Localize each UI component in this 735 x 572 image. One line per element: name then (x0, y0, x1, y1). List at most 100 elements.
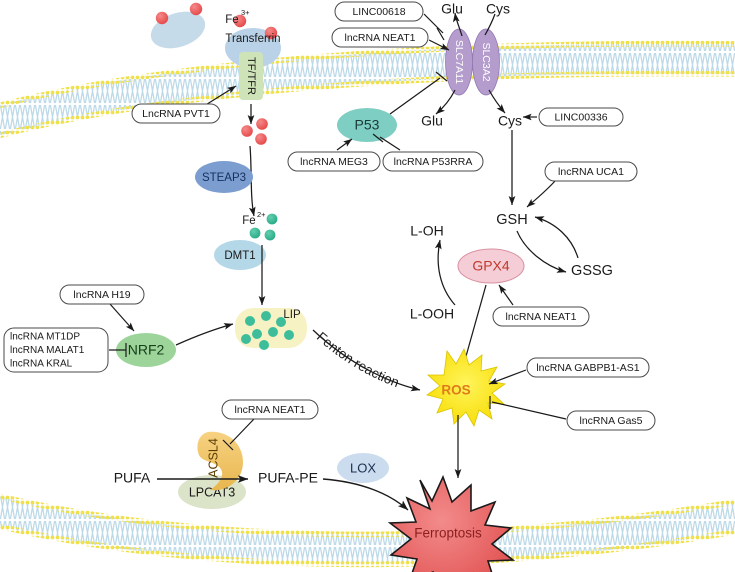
lncrna-box-outline (3, 327, 109, 373)
lncrna-box-label: lncRNA GABPB1-AS1 (536, 362, 639, 374)
dmt1-label: DMT1 (224, 250, 255, 262)
lncrna-box-layer: LncRNA PVT1 LINC00618 lncRNA NEAT1 lncRNA M… (3, 1, 656, 431)
pufa-pe-label: PUFA-PE (258, 470, 318, 486)
lncrna-box-outline (526, 357, 650, 378)
iron2-dot (266, 213, 278, 225)
lncrna-box-h19[interactable]: lncRNA H19 (59, 284, 145, 305)
labile-iron-pool: LIP (235, 308, 307, 350)
lip-label: LIP (283, 309, 301, 321)
lncrna-box-linc00336[interactable]: LINC00336 (538, 107, 624, 127)
lncrna-box-label: LINC00618 (352, 6, 405, 18)
lncrna-box-outline (566, 410, 656, 431)
gssg-label: GSSG (571, 263, 613, 279)
transferrin-label: Transferrin (225, 33, 280, 45)
lncrna-box-meg3[interactable]: lncRNA MEG3 (287, 151, 381, 172)
lncrna-box-label: lncRNA UCA1 (558, 166, 624, 178)
lncrna-box-outline (59, 284, 145, 305)
iron-dot (264, 26, 278, 40)
acsl4-enzyme: ACSL4 (197, 431, 243, 491)
lncrna-box-outline (544, 161, 638, 182)
iron-dot (155, 11, 169, 25)
lncrna-box-label: LncRNA PVT1 (142, 108, 210, 120)
glu-intracellular-label: Glu (421, 113, 443, 129)
lncrna-box-label: lncRNA Gas5 (579, 415, 642, 427)
steap3-enzyme: STEAP3 (195, 161, 253, 193)
lncrna-box-pvt1[interactable]: LncRNA PVT1 (131, 103, 221, 124)
lncrna-box-multi[interactable]: lncRNA MT1DP lncRNA MALAT1 lncRNA KRAL (3, 327, 109, 373)
lncrna-box-label: lncRNA H19 (73, 289, 130, 301)
acsl4-label: ACSL4 (206, 438, 220, 478)
pufa-label: PUFA (114, 470, 151, 486)
iron2-dot (264, 229, 276, 241)
nrf2-node: NRF2 (116, 333, 176, 367)
lncrna-box-p53rra[interactable]: lncRNA P53RRA (382, 151, 484, 172)
p53-inhibits-slc7a11 (389, 71, 448, 115)
slc7a11-slc3a2-antiporter: SLC7A11 SLC3A2 (445, 28, 500, 96)
iron-dot (233, 14, 247, 28)
lncrna-box-label: lncRNA KRAL (10, 359, 73, 370)
endosome-vesicle (150, 2, 206, 49)
tf-tfr-receptor: TF/TFR (239, 52, 263, 100)
p53-label: P53 (355, 117, 380, 133)
lncrna-box-outline (334, 1, 424, 22)
ros-label: ROS (441, 383, 470, 398)
fenton-reaction-label: Fenton reaction (314, 329, 401, 390)
lncrna-box-label: lncRNA MEG3 (300, 156, 368, 168)
p53-node: P53 (337, 108, 397, 142)
lncrna-box-outline (492, 306, 590, 327)
ferroptosis-label: Ferroptosis (414, 526, 482, 541)
lncrna-box-neat1_gpx4[interactable]: lncRNA NEAT1 (492, 306, 590, 327)
lncrna-box-neat1_top[interactable]: lncRNA NEAT1 (331, 27, 429, 48)
fe3-superscript: 3+ (241, 8, 250, 17)
lncrna-box-neat1_acsl4[interactable]: lncRNA NEAT1 (221, 399, 319, 420)
lncrna-box-label: lncRNA NEAT1 (235, 404, 306, 416)
steap3-label: STEAP3 (202, 172, 246, 184)
nrf2-label: NRF2 (128, 342, 165, 358)
gpx4-label: GPX4 (472, 258, 510, 274)
lncrna-box-gas5[interactable]: lncRNA Gas5 (566, 410, 656, 431)
lncrna-box-outline (131, 103, 221, 124)
fenton-reaction-arrow (312, 329, 421, 392)
lncrna-box-outline (538, 107, 624, 127)
lox-enzyme: LOX (337, 453, 389, 483)
lncrna-box-label: lncRNA MALAT1 (10, 345, 85, 356)
ros-node: ROS (426, 347, 507, 427)
lipid-peroxide-reduction (434, 239, 456, 306)
cys-intracellular-label: Cys (498, 113, 522, 129)
slc7a11-label: SLC7A11 (453, 40, 465, 84)
ferrous-iron-pool: Fe 2+ (242, 210, 278, 241)
fe2-label: Fe (242, 215, 255, 227)
lncrna-box-label: lncRNA MT1DP (10, 332, 80, 343)
iron-uptake-path (241, 104, 268, 217)
lncrna-box-uca1[interactable]: lncRNA UCA1 (544, 161, 638, 182)
iron-dot (255, 133, 267, 145)
tf-tfr-label: TF/TFR (245, 57, 257, 95)
iron-dot (189, 2, 203, 16)
iron2-dot (249, 227, 261, 239)
cys-extracellular-label: Cys (486, 1, 510, 17)
lncrna-box-gabpb1[interactable]: lncRNA GABPB1-AS1 (526, 357, 650, 378)
iron-dot (241, 125, 253, 137)
fe2-superscript: 2+ (257, 210, 266, 219)
lncrna-box-outline (382, 151, 484, 172)
fe3-label: Fe (225, 14, 238, 26)
plasma-membrane-bottom (0, 470, 735, 572)
lncrna-box-linc00618[interactable]: LINC00618 (334, 1, 424, 22)
lncrna-box-outline (221, 399, 319, 420)
dmt1-transporter: DMT1 (214, 240, 266, 270)
lpcat3-label: LPCAT3 (189, 485, 235, 499)
gsh-gssg-cycle (516, 216, 579, 273)
lncrna-box-label: lncRNA NEAT1 (506, 311, 577, 323)
lncrna-box-label: LINC00336 (554, 111, 607, 123)
lox-label: LOX (350, 460, 376, 475)
lncrna-box-label: lncRNA P53RRA (394, 156, 473, 168)
l-ooh-label: L-OOH (410, 306, 454, 322)
lncrna-box-outline (331, 27, 429, 48)
l-oh-label: L-OH (410, 223, 443, 239)
nrf2-to-lip-arrow (175, 323, 234, 346)
pufa-pe-to-ferroptosis-arrow (322, 478, 409, 511)
glu-extracellular-label: Glu (441, 1, 463, 17)
lncrna-box-outline (287, 151, 381, 172)
